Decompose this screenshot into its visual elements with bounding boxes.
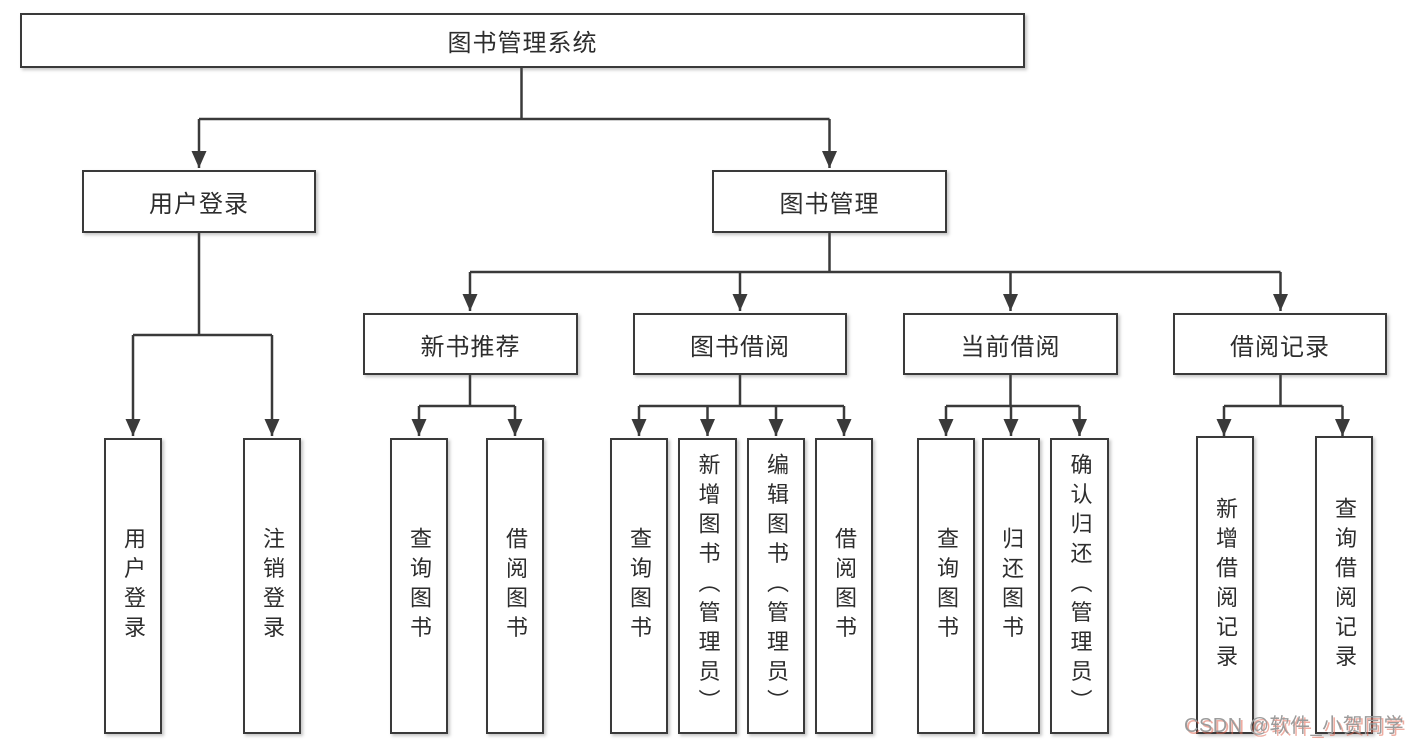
- leaf-record-add: 新增借阅记录: [1196, 436, 1254, 734]
- leaf-confirm-return-admin-label: 确认归还（管理员）: [1067, 453, 1093, 719]
- tree-connector-trunks: [133, 68, 1343, 408]
- leaf-user-login-label: 用户登录: [121, 527, 146, 645]
- leaf-borrow-edit-admin-label: 编辑图书（管理员）: [764, 453, 789, 719]
- leaf-newbook-query: 查询图书: [390, 438, 448, 734]
- leaf-record-query: 查询借阅记录: [1315, 436, 1373, 734]
- leaf-newbook-query-label: 查询图书: [407, 527, 432, 645]
- leaf-borrow-query-label: 查询图书: [627, 527, 652, 645]
- leaf-return-book-label: 归还图书: [999, 527, 1024, 645]
- leaf-logout: 注销登录: [243, 438, 301, 734]
- leaf-current-query-label: 查询图书: [934, 527, 959, 645]
- node-book-management-label: 图书管理: [779, 191, 880, 218]
- node-user-login-label: 用户登录: [149, 191, 249, 218]
- node-root-system: 图书管理系统: [20, 13, 1025, 68]
- leaf-logout-label: 注销登录: [260, 527, 285, 645]
- node-borrow-record-label: 借阅记录: [1230, 333, 1330, 361]
- node-book-borrow-label: 图书借阅: [690, 333, 790, 361]
- leaf-confirm-return-admin: 确认归还（管理员）: [1050, 438, 1109, 734]
- node-current-borrow-label: 当前借阅: [960, 333, 1061, 361]
- leaf-borrow-edit-admin: 编辑图书（管理员）: [747, 438, 805, 734]
- leaf-user-login: 用户登录: [104, 438, 162, 734]
- leaf-record-query-label: 查询借阅记录: [1332, 496, 1357, 674]
- node-book-management: 图书管理: [712, 170, 947, 233]
- csdn-watermark: CSDN @软件_小贺同学: [1184, 715, 1405, 737]
- node-current-borrow: 当前借阅: [903, 313, 1118, 375]
- leaf-return-book: 归还图书: [982, 438, 1040, 734]
- tree-connector-arrows: [125, 119, 1350, 436]
- leaf-newbook-borrow-label: 借阅图书: [503, 527, 528, 645]
- node-new-book-recommend: 新书推荐: [363, 313, 578, 375]
- leaf-borrow-book: 借阅图书: [815, 438, 873, 734]
- node-user-login: 用户登录: [82, 170, 316, 233]
- leaf-current-query: 查询图书: [917, 438, 975, 734]
- leaf-borrow-add-admin: 新增图书（管理员）: [678, 438, 737, 734]
- leaf-newbook-borrow: 借阅图书: [486, 438, 544, 734]
- leaf-record-add-label: 新增借阅记录: [1213, 496, 1238, 674]
- node-root-label: 图书管理系统: [447, 30, 598, 57]
- leaf-borrow-query: 查询图书: [610, 438, 668, 734]
- leaf-borrow-book-label: 借阅图书: [832, 527, 857, 645]
- node-new-book-recommend-label: 新书推荐: [420, 333, 521, 361]
- node-borrow-record: 借阅记录: [1173, 313, 1387, 375]
- node-book-borrow: 图书借阅: [633, 313, 847, 375]
- leaf-borrow-add-admin-label: 新增图书（管理员）: [695, 453, 721, 719]
